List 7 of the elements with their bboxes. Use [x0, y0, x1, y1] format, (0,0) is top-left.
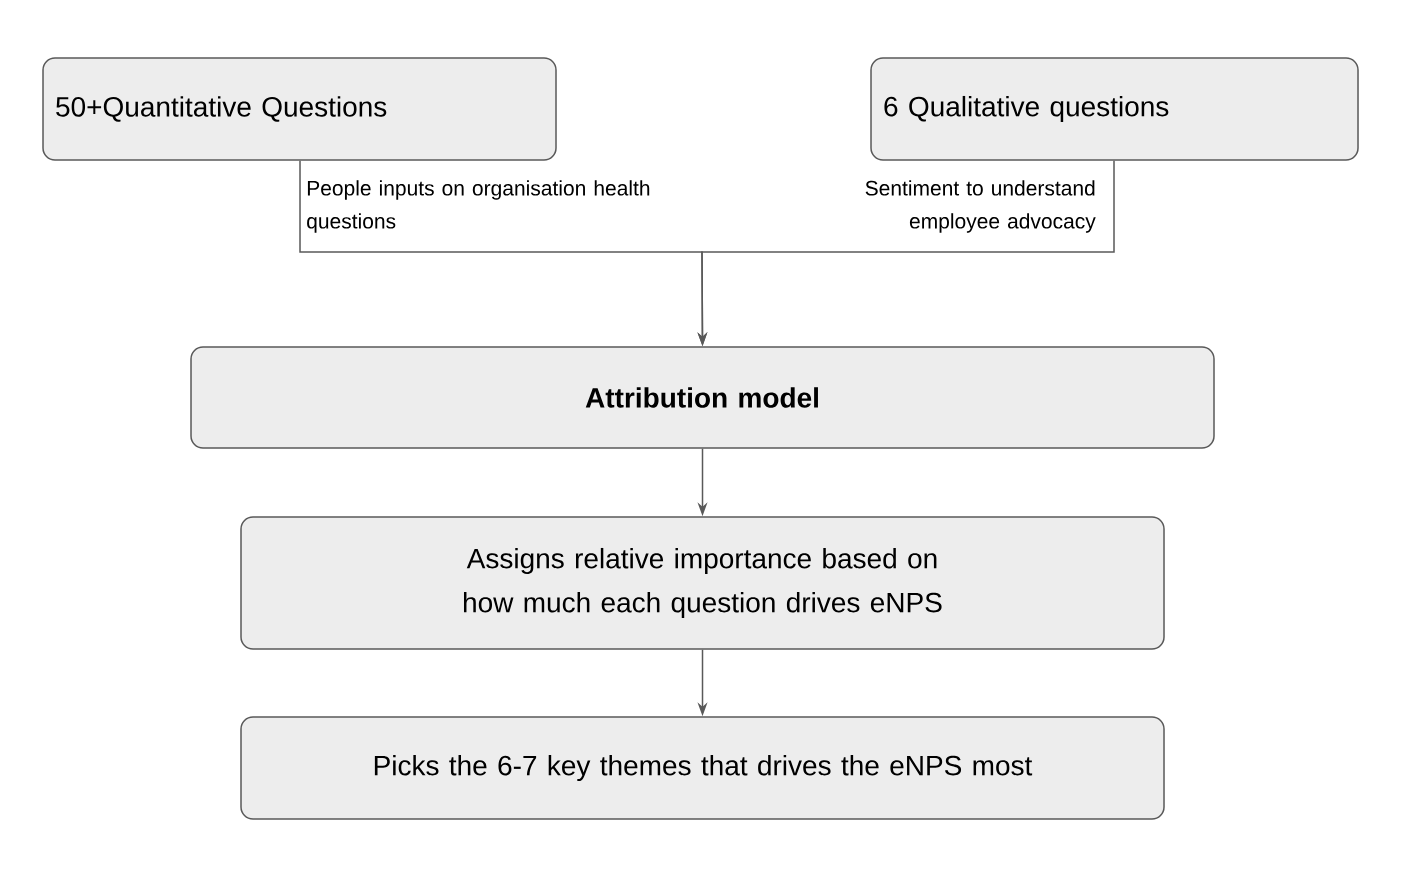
edge-label: People inputs on organisation health questions [307, 180, 650, 233]
process-box: Picks the 6-7 key themes that drives the eNPS most [240, 716, 1165, 820]
question-box: 6 Qualitative questions [870, 57, 1359, 161]
process-box: Assigns relative importance based on how much each question drives eNPS [240, 516, 1165, 650]
model-box: Attribution model [190, 346, 1215, 449]
question-box: 50+Quantitative Questions [42, 57, 557, 161]
edge-label: Sentiment to understand employee advocacy [865, 180, 1096, 233]
